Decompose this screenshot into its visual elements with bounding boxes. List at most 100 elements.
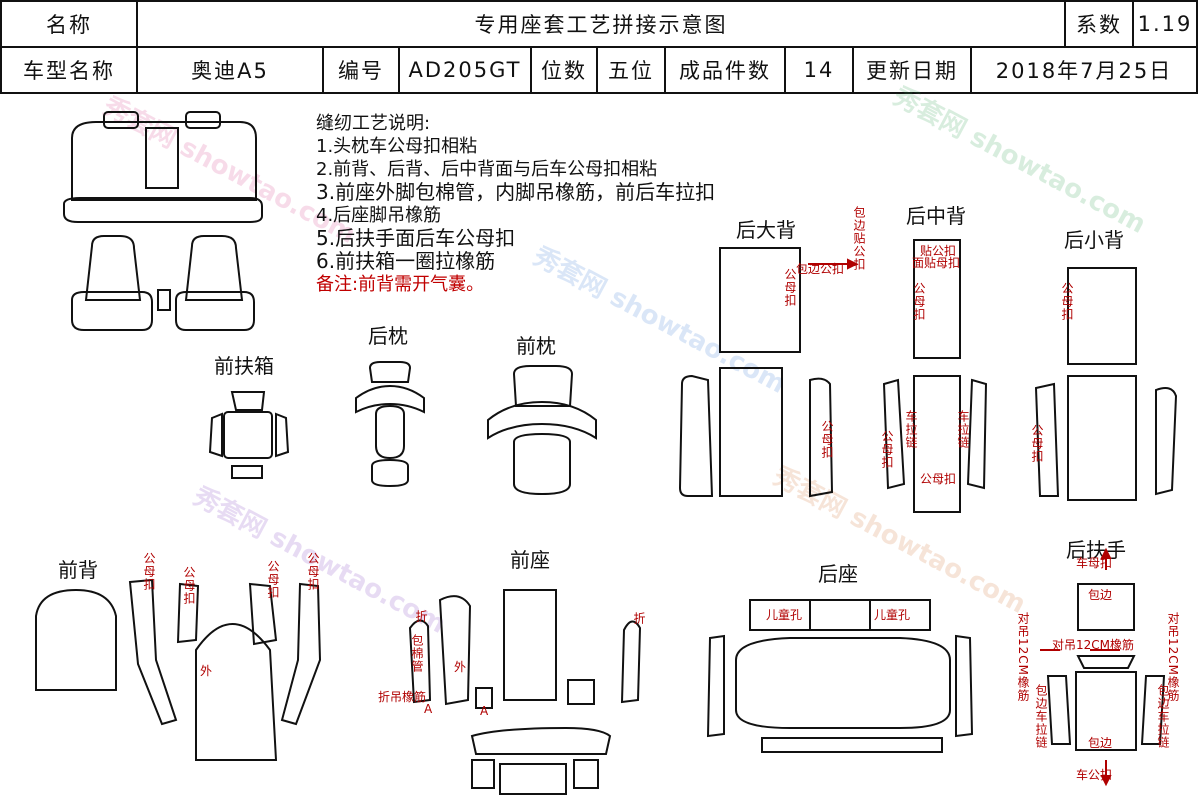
overview-rear-armrest xyxy=(145,127,179,189)
armbox-piece xyxy=(230,391,266,411)
overview-front-seat xyxy=(184,235,244,301)
rear-small-back-piece xyxy=(1034,382,1060,497)
rear-mid-back-piece xyxy=(913,375,961,513)
header-table: 名称 专用座套工艺拼接示意图 系数 1.19 车型名称 奥迪A5 编号 AD20… xyxy=(0,0,1198,94)
annotation-velcro-stick: 贴公扣 xyxy=(920,244,957,258)
front-pillow-piece xyxy=(487,400,597,440)
annotation-velcro-pair: 公母扣 xyxy=(783,268,797,307)
header-row-1: 名称 专用座套工艺拼接示意图 系数 1.19 xyxy=(2,2,1196,48)
armbox-piece xyxy=(275,412,290,458)
rear-pillow-piece xyxy=(375,404,405,460)
note-item: 6.前扶箱一圈拉橡筋 xyxy=(316,249,496,273)
annotation-velcro-pair: 公母扣 xyxy=(142,552,156,591)
coef-label: 系数 xyxy=(1066,2,1134,46)
annotation-edge-zipper: 包边车拉链 xyxy=(1156,684,1170,749)
annotation-outer: 外 xyxy=(454,660,467,674)
front-seat-piece xyxy=(408,619,432,704)
label-front-armbox: 前扶箱 xyxy=(214,354,274,378)
armbox-piece xyxy=(223,411,273,459)
rear-seat-piece xyxy=(706,634,725,738)
front-seat-piece xyxy=(499,763,567,795)
armbox-piece xyxy=(208,412,223,458)
rear-armrest-piece xyxy=(1046,675,1072,745)
front-pillow-piece xyxy=(513,432,571,496)
label-rear-seat: 后座 xyxy=(818,562,858,586)
note-item: 5.后扶手面后车公母扣 xyxy=(316,226,516,250)
label-front-back: 前背 xyxy=(58,558,98,582)
annotation-velcro-pair: 公母扣 xyxy=(266,560,280,599)
label-rear-big-back: 后大背 xyxy=(736,218,796,242)
front-seat-piece xyxy=(620,620,642,704)
annotation-cotton-tube: 包棉管 xyxy=(410,634,424,673)
rear-big-back-piece xyxy=(719,367,783,497)
annotation-edge-zipper: 包边车拉链 xyxy=(1034,684,1048,749)
rear-pillow-piece xyxy=(368,361,412,383)
rear-seat-piece xyxy=(869,599,931,631)
notes-heading: 缝纫工艺说明: xyxy=(316,113,431,134)
overview-front-seat xyxy=(71,291,153,331)
label-front-pillow: 前枕 xyxy=(516,334,556,358)
label-rear-mid-back: 后中背 xyxy=(906,204,966,228)
front-seat-piece xyxy=(470,726,612,755)
front-seat-piece xyxy=(573,759,599,789)
annotation-arrow xyxy=(1100,547,1112,559)
annotation-fold: 折 xyxy=(632,612,646,625)
coef-value: 1.19 xyxy=(1137,12,1193,36)
rear-small-back-piece xyxy=(1155,387,1178,496)
rear-armrest-piece xyxy=(1077,583,1135,631)
note-item: 2.前背、后背、后中背面与后车公母扣相粘 xyxy=(316,159,658,180)
armbox-piece xyxy=(231,465,263,479)
annotation-mark-a: A xyxy=(480,704,489,718)
annotation-child-hole: 儿童孔 xyxy=(766,608,803,622)
overview-rear-cushion xyxy=(63,197,263,223)
code-label: 编号 xyxy=(324,48,400,92)
annotation-velcro-pair: 公母扣 xyxy=(820,420,834,459)
annotation-hang-12cm: 对吊12CM橡筋 xyxy=(1052,638,1135,652)
rear-big-back-piece xyxy=(719,247,801,353)
seats-value: 五位 xyxy=(598,48,666,92)
annotation-child-hole: 儿童孔 xyxy=(874,608,911,622)
rear-armrest-piece xyxy=(1076,655,1136,669)
name-label: 名称 xyxy=(2,2,138,46)
rear-mid-back-piece xyxy=(882,378,906,490)
annotation-fold: 折 xyxy=(414,610,428,623)
annotation-female-velcro-sew: 车母扣 xyxy=(1076,556,1113,570)
rear-armrest-piece xyxy=(1140,675,1166,745)
annotation-arrow xyxy=(847,258,859,270)
label-front-seat: 前座 xyxy=(510,548,550,572)
annotation-velcro-pair: 公母扣 xyxy=(880,430,894,469)
annotation-zipper: 车拉链 xyxy=(904,410,918,449)
rear-big-back-piece xyxy=(678,374,714,497)
annotation-velcro-pair: 公母扣 xyxy=(1060,282,1074,321)
front-seat-piece xyxy=(471,759,495,789)
front-back-piece xyxy=(128,578,178,726)
notes-remark: 备注:前背需开气囊。 xyxy=(316,274,485,295)
date-value: 2018年7月25日 xyxy=(995,59,1173,83)
annotation-outer: 外 xyxy=(200,664,213,678)
date-label: 更新日期 xyxy=(854,48,972,92)
note-item: 1.头枕车公母扣相粘 xyxy=(316,136,478,157)
rear-big-back-piece xyxy=(809,377,834,498)
model-label: 车型名称 xyxy=(2,48,138,92)
label-rear-armrest: 后扶手 xyxy=(1066,538,1126,562)
sewing-notes: 缝纫工艺说明: 1.头枕车公母扣相粘 2.前背、后背、后中背面与后车公母扣相粘 … xyxy=(316,112,715,296)
front-seat-piece xyxy=(567,679,595,705)
annotation-male-velcro-sew: 车公扣 xyxy=(1076,768,1113,782)
annotation-velcro-pair: 公母扣 xyxy=(306,552,320,591)
rear-seat-piece xyxy=(761,737,943,753)
front-back-piece xyxy=(280,582,322,726)
annotation-velcro-pair: 公母扣 xyxy=(912,282,926,321)
rear-small-back-piece xyxy=(1067,375,1137,501)
rear-pillow-piece xyxy=(355,384,425,414)
model-value: 奥迪A5 xyxy=(138,48,324,92)
rear-seat-piece xyxy=(955,634,974,738)
header-row-2: 车型名称 奥迪A5 编号 AD205GT 位数 五位 成品件数 14 更新日期 … xyxy=(2,48,1196,92)
annotation-mark-a: A xyxy=(424,702,433,716)
rear-pillow-piece xyxy=(371,458,409,488)
code-value: AD205GT xyxy=(400,48,532,92)
pieces-label: 成品件数 xyxy=(666,48,786,92)
note-item: 3.前座外脚包棉管，内脚吊橡筋，前后车拉扣 xyxy=(316,180,716,204)
page-title: 专用座套工艺拼接示意图 xyxy=(138,2,1066,46)
annotation-velcro-pair: 公母扣 xyxy=(182,566,196,605)
